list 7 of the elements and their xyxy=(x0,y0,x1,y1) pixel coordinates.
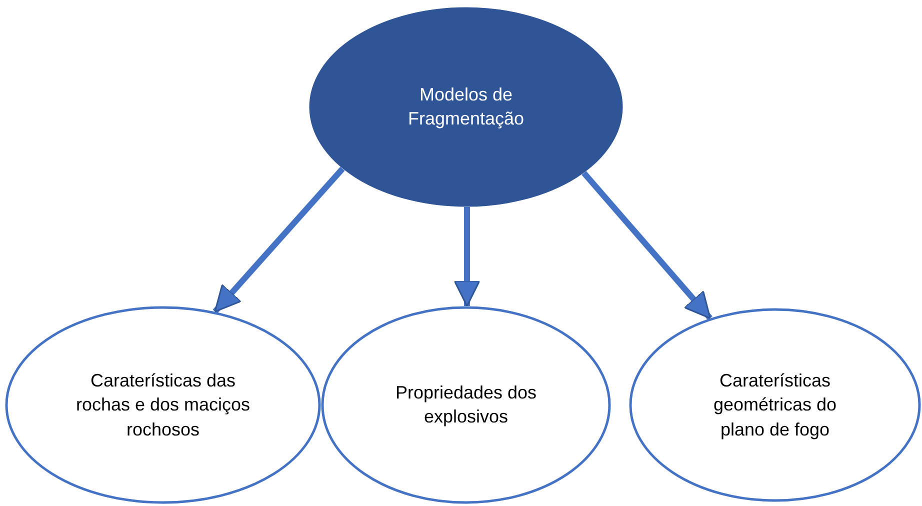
node-label: Modelos de Fragmentação xyxy=(406,84,526,131)
block-arrow xyxy=(582,170,712,320)
block-arrow xyxy=(454,206,480,307)
block-arrow xyxy=(212,166,345,314)
node-label: Caraterísticas das rochas e dos maciços rochosos xyxy=(74,370,252,442)
node-label: Caraterísticas geométricas do plano de fogo xyxy=(712,370,838,442)
node-label: Propriedades dos explosivos xyxy=(394,382,538,429)
